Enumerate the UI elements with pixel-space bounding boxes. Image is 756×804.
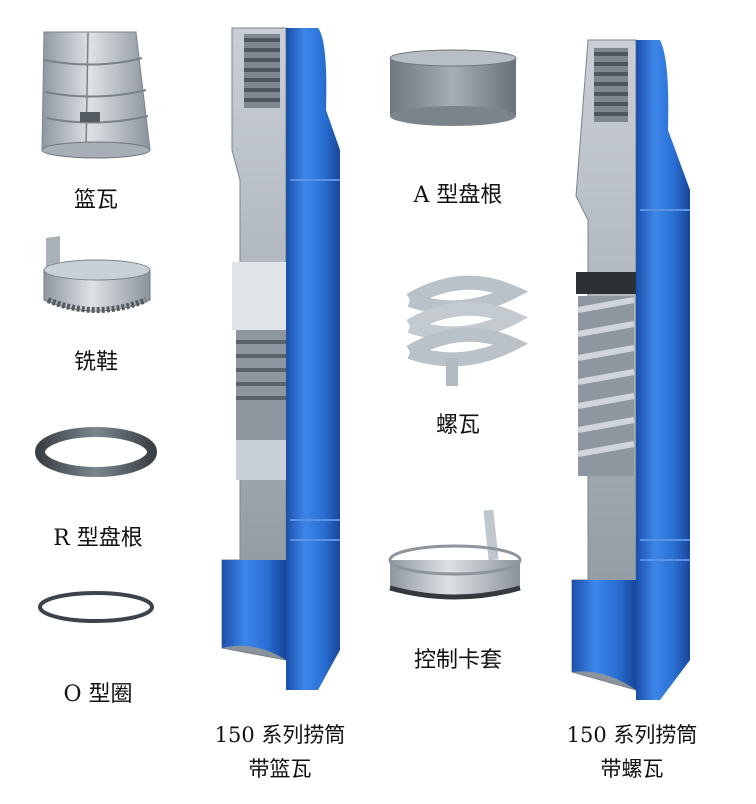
- label-mill-shoe: 铣鞋: [73, 350, 118, 375]
- caption-overshot-basket: 150 系列捞筒 带篮瓦: [180, 718, 380, 786]
- overshot-spiral-image: [571, 39, 690, 700]
- r-packer-image: [35, 427, 157, 477]
- label-basket-grapple: 篮瓦: [73, 188, 118, 213]
- label-control-sleeve: 控制卡套: [413, 648, 502, 673]
- caption-overshot-spiral: 150 系列捞筒 带螺瓦: [532, 718, 732, 786]
- a-packer-image: [389, 49, 517, 126]
- caption-overshot-spiral-line2: 带螺瓦: [600, 757, 664, 781]
- caption-overshot-basket-line1: 150 系列捞筒: [214, 723, 346, 747]
- overshot-basket-image: [221, 27, 340, 690]
- label-spiral-grapple: 螺瓦: [435, 413, 480, 438]
- o-ring-image: [38, 591, 154, 623]
- label-r-packer: R 型盘根: [53, 526, 143, 551]
- control-sleeve-image: [388, 509, 522, 600]
- label-a-packer: A 型盘根: [413, 183, 503, 208]
- spiral-grapple-image: [406, 275, 529, 386]
- basket-grapple-image: [41, 31, 151, 159]
- mill-shoe-image: [43, 236, 151, 313]
- caption-overshot-basket-line2: 带篮瓦: [248, 757, 312, 781]
- label-o-ring: O 型圈: [63, 682, 133, 707]
- caption-overshot-spiral-line1: 150 系列捞筒: [566, 723, 698, 747]
